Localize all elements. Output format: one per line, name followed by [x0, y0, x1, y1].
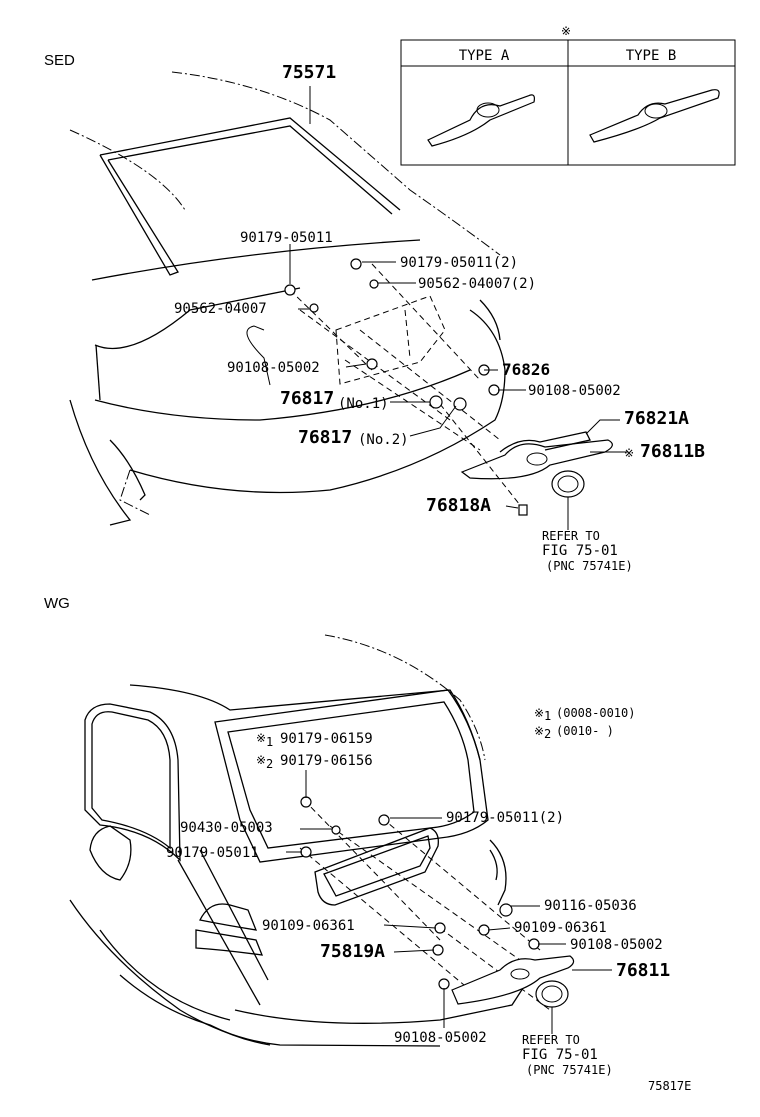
sedan-fasteners — [284, 258, 500, 411]
note-mark-top: ※ — [561, 24, 571, 38]
label-90179-05011-sed: 90179-05011 — [240, 230, 333, 246]
legend2-number: 2 — [544, 727, 551, 741]
label-90109-06361-a: 90109-06361 — [262, 918, 355, 934]
note1-number-wg: 1 — [266, 735, 273, 749]
label-76826: 76826 — [502, 360, 550, 379]
wagon-body-outline — [69, 634, 526, 1047]
wagon-license-panel — [299, 799, 551, 1011]
note-mark-76811b: ※ — [624, 446, 634, 460]
label-90179-05011-2-sed: 90179-05011(2) — [400, 255, 518, 271]
label-90179-05011-2-wg: 90179-05011(2) — [446, 810, 564, 826]
garnish-type-b-drawing — [589, 89, 720, 143]
label-76817-no2: 76817 — [298, 427, 352, 448]
sedan-refer-line3: (PNC 75741E) — [546, 559, 633, 573]
wagon-garnish-76811 — [451, 955, 575, 1005]
label-90562-04007-2: 90562-04007(2) — [418, 276, 536, 292]
label-90179-06159: 90179-06159 — [280, 731, 373, 747]
section-label-sedan: SED — [44, 52, 75, 69]
sedan-leaders — [246, 86, 628, 530]
label-90109-06361-b: 90109-06361 — [514, 920, 607, 936]
wagon-refer-line3: (PNC 75741E) — [526, 1063, 613, 1077]
note1-mark-wg: ※ — [256, 731, 266, 745]
label-76811-wg: 76811 — [616, 960, 670, 981]
note2-mark-wg: ※ — [256, 753, 266, 767]
label-90430-05003: 90430-05003 — [180, 820, 273, 836]
legend1-number: 1 — [544, 709, 551, 723]
label-90108-05002-wg-b: 90108-05002 — [394, 1030, 487, 1046]
legend1-range: (0008-0010) — [556, 706, 635, 720]
label-76818a: 76818A — [426, 495, 491, 516]
sedan-garnish-seal-76821a — [499, 431, 591, 453]
label-90179-05011-wg: 90179-05011 — [166, 845, 259, 861]
note2-number-wg: 2 — [266, 757, 273, 771]
wagon-refer-line2: FIG 75-01 — [522, 1047, 598, 1063]
sedan-refer-line2: FIG 75-01 — [542, 543, 618, 559]
sedan-garnish-76811b — [460, 439, 613, 480]
sedan-plug-76818a — [518, 504, 528, 516]
label-90179-06156: 90179-06156 — [280, 753, 373, 769]
legend2-range: (0010- ) — [556, 724, 614, 738]
figure-id: 75817E — [648, 1079, 691, 1093]
legend2-mark: ※ — [534, 724, 544, 738]
label-90562-04007: 90562-04007 — [174, 301, 267, 317]
wagon-emblem — [535, 980, 569, 1008]
label-90116-05036: 90116-05036 — [544, 898, 637, 914]
sedan-refer-line1: REFER TO — [542, 529, 600, 543]
label-76821a: 76821A — [624, 408, 689, 429]
wagon-leaders — [286, 770, 612, 1034]
type-variant-box: ※ TYPE A TYPE B — [400, 24, 736, 166]
garnish-type-a-drawing — [427, 94, 535, 147]
sedan-emblem — [551, 470, 585, 498]
label-76817-no2-suffix: (No.2) — [358, 432, 409, 448]
sedan-body-outline — [69, 71, 506, 526]
wagon-refer-line1: REFER TO — [522, 1033, 580, 1047]
label-76811b: 76811B — [640, 441, 705, 462]
legend1-mark: ※ — [534, 706, 544, 720]
section-label-wagon: WG — [44, 595, 70, 612]
label-76817-no1-suffix: (No.1) — [338, 396, 389, 412]
label-90108-05002-sed-a: 90108-05002 — [227, 360, 320, 376]
label-75571: 75571 — [282, 62, 336, 83]
label-75819a: 75819A — [320, 941, 385, 962]
label-90108-05002-wg-a: 90108-05002 — [570, 937, 663, 953]
type-a-label: TYPE A — [459, 48, 510, 64]
type-b-label: TYPE B — [626, 48, 677, 64]
label-76817-no1: 76817 — [280, 388, 334, 409]
label-90108-05002-sed-b: 90108-05002 — [528, 383, 621, 399]
